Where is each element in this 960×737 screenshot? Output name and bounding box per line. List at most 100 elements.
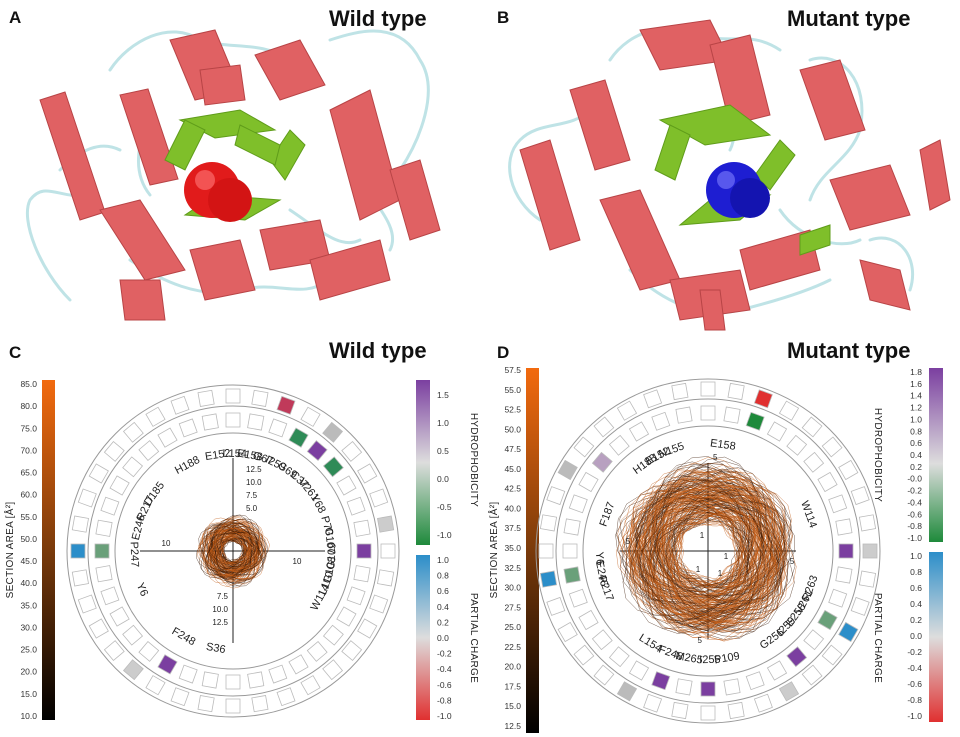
residue-label: Y6 (593, 551, 606, 565)
residue-property-box (573, 436, 595, 458)
tunnel-profile-line (628, 486, 774, 626)
residue-property-box (225, 388, 241, 404)
scale-tick-label: 20.0 (20, 667, 37, 677)
scale-tick-label: -1.0 (907, 533, 922, 543)
tunnel-profile-line (640, 496, 768, 615)
scale-tick-label: 0.2 (437, 617, 449, 627)
residue-property-box (778, 400, 800, 421)
residue-property-box (322, 624, 344, 646)
scale-tick-label: 0.4 (910, 599, 922, 609)
scale-tick-label: 1.0 (437, 418, 449, 428)
partial-charge-axis-label: PARTIAL CHARGE (872, 593, 883, 683)
residue-property-box (616, 681, 638, 702)
residue-property-box (88, 618, 109, 639)
residue-property-box (850, 486, 870, 506)
scale-tick-label: 0.4 (910, 450, 922, 460)
residue-property-box (268, 664, 288, 684)
hydrophobicity-colorbar (929, 368, 943, 542)
residue-property-box (858, 570, 877, 588)
residue-label: G107 (322, 527, 337, 555)
residue-label: P109 (713, 650, 740, 666)
axis-tick-label: 10 (293, 557, 302, 566)
tunnel-profile-line (629, 477, 775, 625)
residue-label: G108 (322, 556, 339, 585)
residue-property-box (197, 389, 215, 407)
residue-property-box (170, 687, 190, 707)
scale-tick-label: 47.5 (504, 444, 521, 454)
residue-property-box (300, 675, 321, 696)
tunnel-profile-line (659, 495, 763, 610)
residue-label: N155 (657, 440, 686, 460)
scale-tick-label: -0.4 (437, 664, 452, 674)
residue-property-box (122, 624, 144, 646)
residue-property-box (225, 698, 241, 714)
residue-property-box (380, 543, 396, 559)
axis-tick-label: 5 (698, 636, 703, 645)
residue-property-box (306, 640, 328, 662)
scale-tick-label: 70.0 (20, 445, 37, 455)
scale-tick-label: 40.0 (20, 578, 37, 588)
tunnel-profile-line (661, 506, 761, 598)
residue-property-box (838, 543, 854, 559)
residue-property-box (336, 475, 357, 496)
tunnel-profile-line (670, 505, 752, 593)
residue-property-box (300, 406, 321, 427)
panel-c-label: C (9, 343, 22, 362)
panel-a-label: A (9, 8, 22, 27)
residue-property-box (651, 411, 671, 431)
scale-tick-label: 65.0 (20, 468, 37, 478)
residue-property-box (563, 518, 581, 536)
residue-property-box (671, 382, 689, 401)
scale-tick-label: 52.5 (504, 405, 521, 415)
residue-property-box (651, 671, 671, 691)
scale-tick-label: -0.2 (437, 649, 452, 659)
residue-property-box (723, 678, 741, 696)
residue-property-box (608, 646, 630, 668)
residue-property-box (95, 519, 113, 537)
residue-property-box (700, 405, 716, 421)
axis-tick-label: 1 (700, 531, 705, 540)
tunnel-profile-line (211, 529, 256, 571)
residue-property-box (838, 621, 859, 643)
tunnel-profile-line (636, 486, 780, 625)
tunnel-profile-line (619, 474, 782, 625)
scale-tick-label: -0.6 (437, 680, 452, 690)
residue-property-box (753, 389, 773, 409)
scale-tick-label: 0.8 (437, 571, 449, 581)
residue-property-box (817, 609, 838, 631)
tunnel-profile-line (643, 479, 786, 625)
hydrophobicity-axis-label: HYDROPHOBICITY (468, 413, 479, 507)
residue-property-box (70, 543, 86, 559)
residue-property-box (593, 664, 615, 686)
residue-property-box (573, 644, 595, 666)
scale-tick-label: -0.0 (907, 474, 922, 484)
residue-property-box (801, 664, 823, 686)
scale-tick-label: 22.5 (504, 642, 521, 652)
residue-property-box (835, 566, 853, 584)
residue-property-box (557, 621, 578, 643)
residue-property-box (109, 475, 130, 496)
residue-label: P70 (318, 515, 335, 537)
axis-tick-label: 1 (718, 569, 723, 578)
tunnel-profile-line (632, 478, 788, 640)
tunnel-profile-line (221, 538, 247, 563)
tunnel-profile-line (201, 522, 268, 582)
scale-tick-label: 35.0 (20, 600, 37, 610)
residue-property-box (727, 701, 745, 720)
residue-label: Y68 (308, 493, 328, 516)
residue-property-box (88, 463, 109, 484)
tunnel-profile-line (215, 534, 251, 572)
residue-property-box (71, 515, 89, 533)
tunnel-profile-line (628, 471, 782, 641)
residue-property-box (288, 654, 309, 675)
residue-property-box (671, 701, 689, 720)
residue-property-box (353, 519, 371, 537)
residue-property-box (377, 569, 395, 587)
tunnel-profile-line (642, 485, 767, 624)
axis-tick-label: 12.5 (246, 465, 262, 474)
tunnel-profile-line (660, 510, 753, 595)
axis-tick-label: 7.5 (246, 491, 258, 500)
partial-charge-axis-label: PARTIAL CHARGE (468, 593, 479, 683)
scale-tick-label: -0.8 (907, 695, 922, 705)
tunnel-profile-line (201, 518, 263, 578)
